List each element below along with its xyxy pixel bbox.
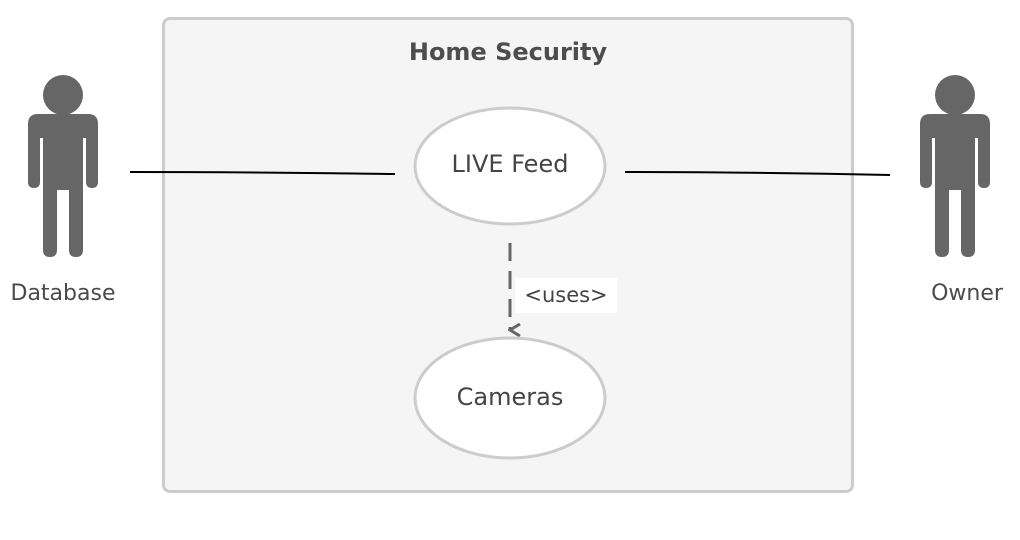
actor-owner-icon[interactable]: [920, 75, 990, 257]
system-title: Home Security: [408, 38, 608, 66]
association-database-livefeed: [129, 171, 396, 175]
usecase-live-feed-label: LIVE Feed: [451, 150, 569, 178]
association-owner-livefeed: [624, 171, 891, 176]
actor-database-icon[interactable]: [28, 75, 98, 257]
actor-database-label: Database: [10, 281, 116, 306]
actor-owner-label: Owner: [931, 281, 1003, 306]
usecase-cameras-label: Cameras: [456, 383, 564, 411]
usecase-live-feed[interactable]: [413, 106, 607, 226]
uses-relationship-label: <uses>: [515, 278, 617, 313]
usecase-cameras[interactable]: [413, 336, 607, 460]
